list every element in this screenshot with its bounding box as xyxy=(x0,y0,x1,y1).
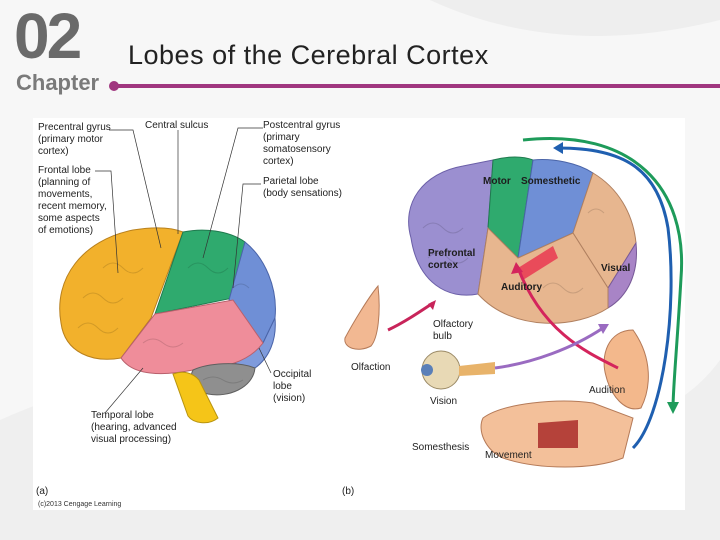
label-visual: Visual xyxy=(601,263,630,274)
label-frontal-lobe-3: movements, xyxy=(38,189,92,200)
olfaction-arrowhead xyxy=(428,300,436,310)
label-somesthetic: Somesthetic xyxy=(521,176,581,187)
lobes-diagram: Precentral gyrus (primary motor cortex) … xyxy=(36,120,684,508)
label-occipital-lobe-3: (vision) xyxy=(273,393,305,404)
panel-label-b: (b) xyxy=(342,486,354,497)
title-underline xyxy=(109,81,720,91)
figure-panel: Precentral gyrus (primary motor cortex) … xyxy=(33,118,685,510)
label-precentral-gyrus-3: cortex) xyxy=(38,146,69,157)
label-prefrontal-cortex-2: cortex xyxy=(428,260,458,271)
label-motor: Motor xyxy=(483,176,511,187)
sensory-organs xyxy=(344,284,649,468)
vision-arrowhead xyxy=(598,324,609,334)
hand-muscle xyxy=(538,420,578,448)
label-postcentral-gyrus-4: cortex) xyxy=(263,156,294,167)
label-postcentral-gyrus-3: somatosensory xyxy=(263,144,331,155)
label-temporal-lobe-3: visual processing) xyxy=(91,434,171,445)
label-precentral-gyrus-2: (primary motor xyxy=(38,134,104,145)
motor-arrowhead xyxy=(667,402,679,414)
somesthesis-pathway-blue xyxy=(557,146,673,450)
brainstem xyxy=(172,371,219,424)
brain-lateral-view xyxy=(59,227,276,424)
prefrontal-cortex-area xyxy=(408,159,494,296)
ear-shape xyxy=(603,329,649,410)
audition-arrowhead xyxy=(511,262,523,274)
audition-arrow xyxy=(516,267,619,370)
label-parietal-lobe-1: Parietal lobe xyxy=(263,176,319,187)
copyright-text: (c)2013 Cengage Learning xyxy=(38,501,121,508)
panel-label-a: (a) xyxy=(36,486,48,497)
label-frontal-lobe-6: of emotions) xyxy=(38,225,93,236)
label-frontal-lobe-4: recent memory, xyxy=(38,201,107,212)
label-occipital-lobe-2: lobe xyxy=(273,381,292,392)
label-occipital-lobe-1: Occipital xyxy=(273,369,311,380)
label-auditory: Auditory xyxy=(501,282,543,293)
label-parietal-lobe-2: (body sensations) xyxy=(263,188,342,199)
label-central-sulcus: Central sulcus xyxy=(145,120,208,131)
label-prefrontal-cortex-1: Prefrontal xyxy=(428,248,475,259)
auditory-cortex-highlight xyxy=(518,246,558,280)
label-frontal-lobe-5: some aspects xyxy=(38,213,100,224)
label-olfaction: Olfaction xyxy=(351,362,390,373)
label-temporal-lobe-2: (hearing, advanced xyxy=(91,422,177,433)
label-somesthesis: Somesthesis xyxy=(412,442,469,453)
somesthesis-arrowhead xyxy=(553,142,563,154)
nose-shape xyxy=(344,284,380,350)
label-audition: Audition xyxy=(589,385,625,396)
motor-pathway-green xyxy=(522,137,684,409)
vision-arrow xyxy=(494,326,604,370)
gyri-texture-b xyxy=(422,208,605,294)
chapter-label: Chapter xyxy=(16,70,100,95)
label-precentral-gyrus-1: Precentral gyrus xyxy=(38,122,111,133)
auditory-temporal-area xyxy=(477,226,609,324)
pathway-arrows xyxy=(387,137,684,450)
label-vision: Vision xyxy=(430,396,457,407)
label-olfactory-bulb-2: bulb xyxy=(433,331,452,342)
label-olfactory-bulb-1: Olfactory xyxy=(433,319,473,330)
slide-title: Lobes of the Cerebral Cortex xyxy=(128,40,489,70)
label-movement: Movement xyxy=(485,450,532,461)
olfaction-arrow xyxy=(387,301,434,332)
label-frontal-lobe-1: Frontal lobe xyxy=(38,165,91,176)
label-postcentral-gyrus-1: Postcentral gyrus xyxy=(263,120,340,131)
optic-nerve xyxy=(459,362,495,376)
eye-iris xyxy=(421,364,433,376)
brain-functional-view xyxy=(408,156,637,324)
label-temporal-lobe-1: Temporal lobe xyxy=(91,410,154,421)
gyri-texture xyxy=(77,262,250,384)
frontal-lobe xyxy=(59,227,184,360)
label-postcentral-gyrus-2: (primary xyxy=(263,132,300,143)
label-frontal-lobe-2: (planning of xyxy=(38,177,90,188)
chapter-number: 02 xyxy=(14,0,82,72)
leader-lines-a xyxy=(95,127,272,414)
